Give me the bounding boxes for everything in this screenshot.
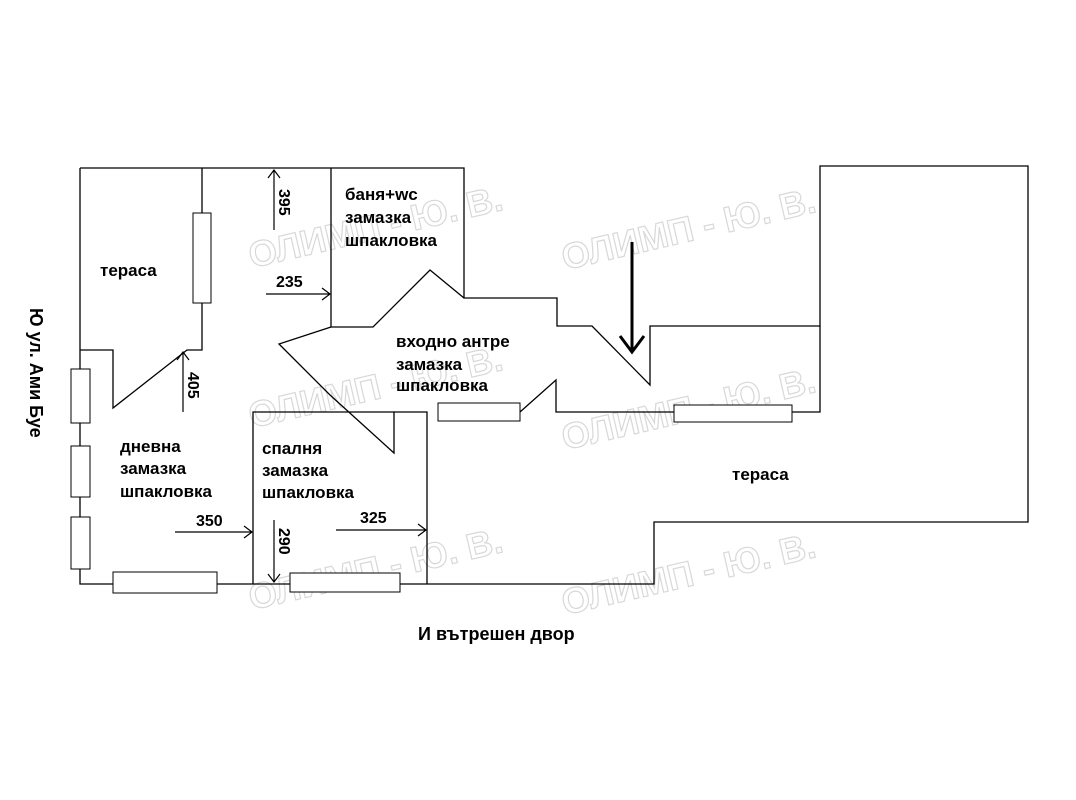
- terrace-right-label: тераса: [732, 465, 789, 484]
- bedroom-label-2: замазка: [262, 461, 329, 480]
- entrance-arrow-icon: [618, 242, 646, 355]
- bedroom-label-1: спалня: [262, 439, 322, 458]
- entrance-label-2: замазка: [396, 355, 463, 374]
- entrance-bottom-wall: [519, 326, 821, 413]
- window-street-3: [70, 516, 91, 570]
- window-entrance-2: [673, 404, 793, 423]
- entrance-label-1: входно антре: [396, 332, 510, 351]
- windows: [70, 212, 793, 594]
- courtyard-label: И вътрешен двор: [418, 624, 575, 644]
- dim-290-label: 290: [275, 528, 292, 555]
- watermark-2: ОЛИМП - Ю. В.: [558, 180, 820, 278]
- bath-label-3: шпакловка: [345, 231, 438, 250]
- window-street-1: [70, 368, 91, 424]
- window-bedroom-bottom: [289, 572, 401, 593]
- terrace-left-label: тераса: [100, 261, 157, 280]
- living-label-1: дневна: [120, 437, 181, 456]
- bedroom-right-wall: [394, 411, 428, 584]
- bath-label-1: баня+wc: [345, 185, 418, 204]
- entrance-left-wall: [252, 326, 395, 584]
- dim-405-line: [176, 351, 190, 412]
- watermark-6: ОЛИМП - Ю. В.: [558, 525, 820, 623]
- left-terrace-wall: [80, 168, 203, 410]
- dim-290-line: [267, 520, 281, 583]
- street-label: Ю ул. Ами Буе: [26, 308, 46, 438]
- window-entrance-1: [437, 402, 521, 422]
- dim-325-label: 325: [360, 510, 387, 527]
- room-labels: тераса баня+wc замазка шпакловка входно …: [100, 185, 789, 502]
- window-living-bottom: [112, 571, 218, 594]
- outer-left-wall: [79, 165, 1029, 585]
- dim-350-line: [175, 525, 253, 539]
- dim-235-label: 235: [276, 274, 303, 291]
- window-terrace-wall: [192, 212, 212, 304]
- dimension-lines: [175, 169, 427, 583]
- dim-405-label: 405: [184, 372, 201, 399]
- living-label-3: шпакловка: [120, 482, 213, 501]
- dim-350-label: 350: [196, 513, 223, 530]
- bedroom-label-3: шпакловка: [262, 483, 355, 502]
- bath-left-wall: [330, 168, 465, 328]
- living-label-2: замазка: [120, 459, 187, 478]
- entrance-label-3: шпакловка: [396, 376, 489, 395]
- dim-325-line: [336, 523, 427, 537]
- walls: [79, 165, 1029, 585]
- dim-235-line: [266, 287, 331, 301]
- dim-395-line: [267, 169, 281, 230]
- dimension-labels: 395 235 405 350 290 325: [184, 189, 387, 555]
- dim-395-label: 395: [275, 189, 292, 216]
- bath-label-2: замазка: [345, 208, 412, 227]
- window-street-2: [70, 445, 91, 498]
